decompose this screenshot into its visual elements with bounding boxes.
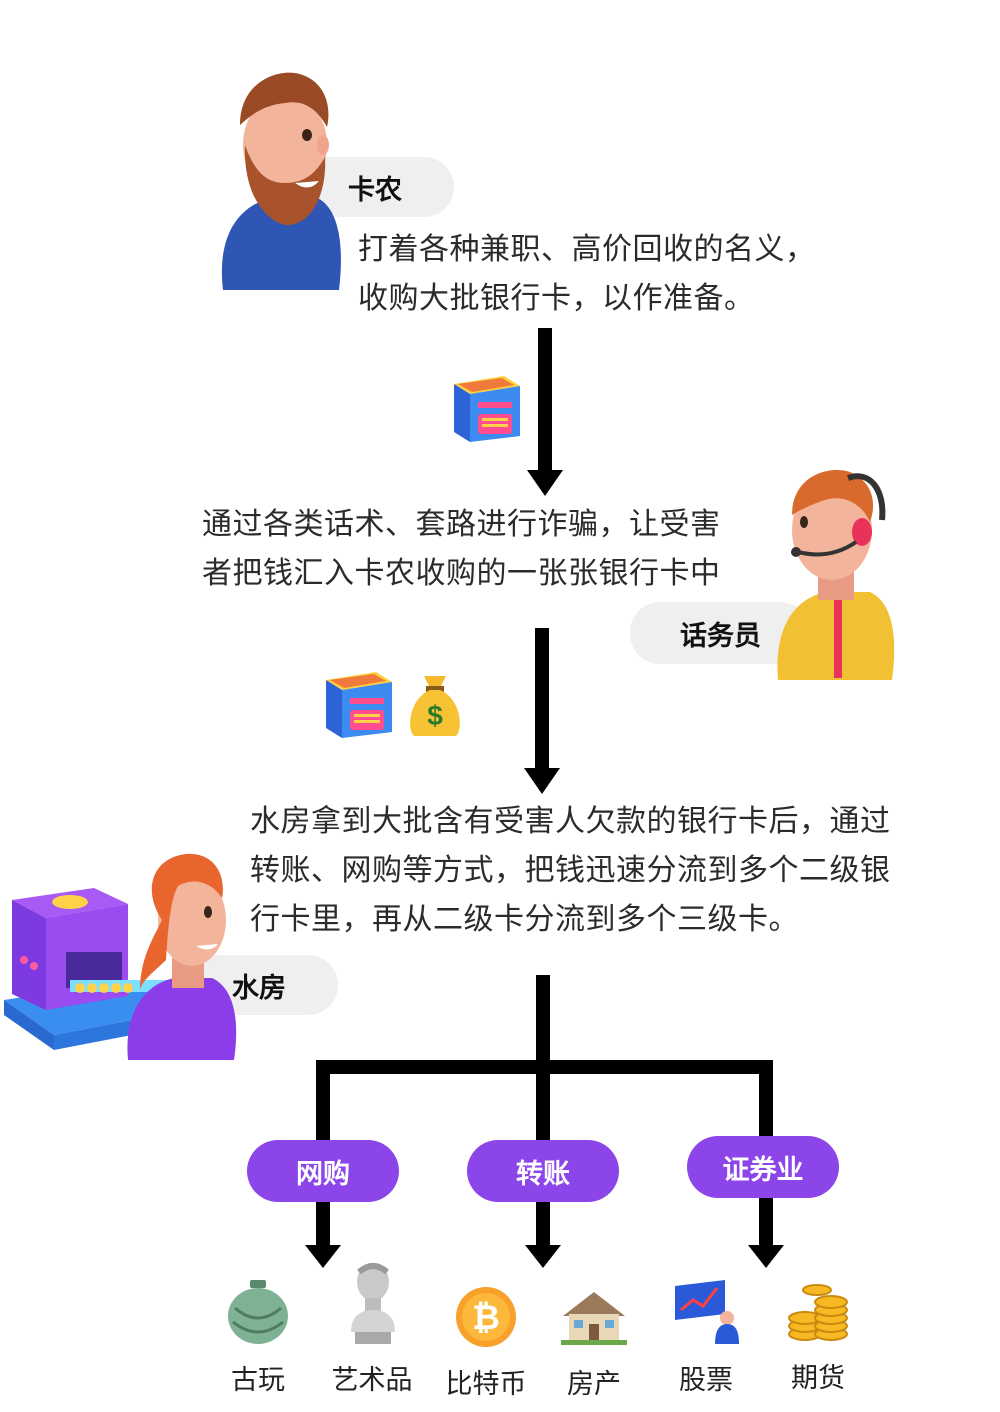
bank-card-machine-icon bbox=[454, 376, 520, 442]
channel-online-shopping: 网购 bbox=[247, 1140, 399, 1202]
vase-icon bbox=[228, 1280, 288, 1344]
water-house-avatar-icon bbox=[127, 853, 237, 1060]
bank-card-machine-icon bbox=[326, 672, 392, 738]
channel-transfer: 转账 bbox=[467, 1140, 619, 1202]
house-icon bbox=[561, 1292, 627, 1345]
water-house-text: 水房拿到大批含有受害人欠款的银行卡后，通过 转账、网购等方式，把钱迅速分流到多个… bbox=[250, 804, 891, 937]
operator-text: 通过各类话术、套路进行诈骗，让受害 者把钱汇入卡农收购的一张张银行卡中 bbox=[202, 507, 721, 591]
statue-icon bbox=[351, 1263, 395, 1344]
asset-stocks: 股票 bbox=[646, 1278, 766, 1397]
asset-art: 艺术品 bbox=[312, 1260, 432, 1397]
asset-antique: 古玩 bbox=[198, 1278, 318, 1397]
asset-bitcoin: ₿ 比特币 bbox=[426, 1282, 546, 1401]
gold-coins-icon bbox=[788, 1284, 848, 1341]
operator-label: 话务员 bbox=[680, 620, 761, 652]
svg-text:$: $ bbox=[427, 700, 443, 731]
channel-securities: 证券业 bbox=[687, 1136, 839, 1198]
card-farmer-label: 卡农 bbox=[348, 174, 402, 206]
asset-real-estate: 房产 bbox=[534, 1282, 654, 1401]
card-farmer-avatar-icon bbox=[221, 72, 341, 290]
water-house-machine-icon bbox=[4, 888, 184, 1050]
money-bag-icon: $ bbox=[410, 676, 460, 736]
operator-avatar-icon bbox=[777, 469, 895, 680]
stock-chart-icon bbox=[675, 1280, 739, 1344]
water-house-label: 水房 bbox=[232, 972, 286, 1004]
card-farmer-text: 打着各种兼职、高价回收的名义， 收购大批银行卡，以作准备。 bbox=[358, 232, 816, 316]
svg-text:₿: ₿ bbox=[472, 1299, 500, 1337]
bitcoin-icon: ₿ bbox=[456, 1287, 516, 1347]
asset-futures: 期货 bbox=[758, 1276, 878, 1395]
